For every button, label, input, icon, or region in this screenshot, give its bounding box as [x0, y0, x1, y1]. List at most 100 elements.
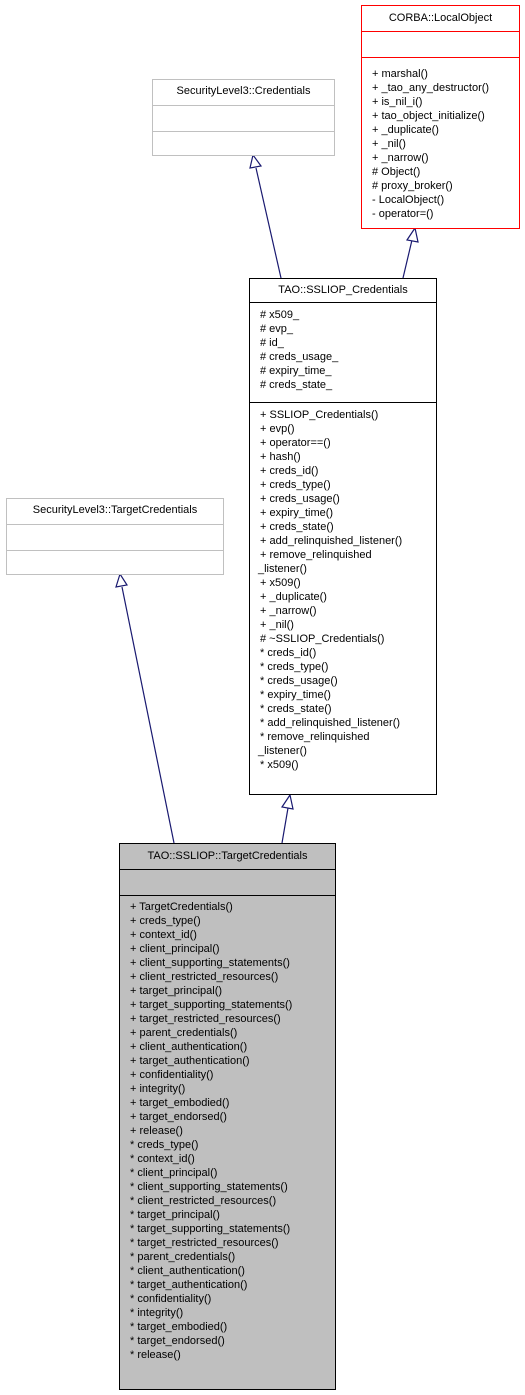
operation: * creds_id(): [260, 647, 317, 659]
class-name: SecurityLevel3::Credentials: [153, 80, 334, 106]
edge-ssliop-to-sl3credentials: [255, 167, 282, 279]
operation: + evp(): [260, 423, 295, 435]
operation: * release(): [130, 1349, 181, 1361]
operation: + add_relinquished_listener(): [260, 535, 403, 547]
class-securitylevel3-targetcredentials[interactable]: SecurityLevel3::TargetCredentials: [6, 498, 224, 575]
operation: + _narrow(): [372, 152, 429, 164]
operation: * target_authentication(): [130, 1279, 248, 1291]
operation: * creds_type(): [260, 661, 329, 673]
operation: _listener(): [258, 563, 307, 575]
attributes-compartment: # x509_ # evp_ # id_ # creds_usage_ # ex…: [250, 303, 436, 403]
operation: + operator==(): [260, 437, 331, 449]
attribute: # creds_usage_: [260, 351, 339, 363]
operation: + _nil(): [260, 619, 294, 631]
operation: * confidentiality(): [130, 1293, 212, 1305]
operation: + creds_type(): [130, 915, 201, 927]
operation: * expiry_time(): [260, 689, 331, 701]
operations-compartment: + SSLIOP_Credentials() + evp() + operato…: [250, 403, 436, 794]
operation: + SSLIOP_Credentials(): [260, 409, 379, 421]
operation: * creds_state(): [260, 703, 332, 715]
operation: + target_embodied(): [130, 1097, 230, 1109]
operation: + remove_relinquished: [260, 549, 372, 561]
arrowhead-localobject: [405, 226, 419, 243]
operations-compartment: + TargetCredentials() + creds_type() + c…: [120, 896, 335, 1389]
operation: + client_restricted_resources(): [130, 971, 279, 983]
operation: * client_authentication(): [130, 1265, 245, 1277]
class-name: TAO::SSLIOP_Credentials: [250, 279, 436, 303]
operation: * client_restricted_resources(): [130, 1195, 277, 1207]
class-name: CORBA::LocalObject: [362, 6, 519, 32]
operation: * context_id(): [130, 1153, 195, 1165]
operation: * x509(): [260, 759, 299, 771]
operation: + _tao_any_destructor(): [372, 82, 490, 94]
operation: + _duplicate(): [372, 124, 439, 136]
operation: + x509(): [260, 577, 301, 589]
operation: # Object(): [372, 166, 421, 178]
operation: + creds_id(): [260, 465, 319, 477]
class-tao-ssliop-credentials[interactable]: TAO::SSLIOP_Credentials # x509_ # evp_ #…: [249, 278, 437, 795]
operation: + context_id(): [130, 929, 197, 941]
operation: + _narrow(): [260, 605, 317, 617]
attributes-compartment: [153, 106, 334, 132]
operation: + parent_credentials(): [130, 1027, 238, 1039]
operation: * target_principal(): [130, 1209, 220, 1221]
operation: + TargetCredentials(): [130, 901, 233, 913]
operation: + target_supporting_statements(): [130, 999, 293, 1011]
class-corba-localobject[interactable]: CORBA::LocalObject + marshal() + _tao_an…: [361, 5, 520, 229]
operation: + tao_object_initialize(): [372, 110, 485, 122]
operation: * target_supporting_statements(): [130, 1223, 291, 1235]
operations-compartment: + marshal() + _tao_any_destructor() + is…: [362, 58, 519, 228]
operation: + client_principal(): [130, 943, 220, 955]
operation: * add_relinquished_listener(): [260, 717, 401, 729]
operation: _listener(): [258, 745, 307, 757]
attribute: # expiry_time_: [260, 365, 332, 377]
operation: + target_authentication(): [130, 1055, 250, 1067]
operation: + hash(): [260, 451, 301, 463]
operation: + expiry_time(): [260, 507, 334, 519]
operation: * creds_type(): [130, 1139, 199, 1151]
operation: * target_embodied(): [130, 1321, 228, 1333]
attributes-compartment: [120, 870, 335, 896]
operation: + client_authentication(): [130, 1041, 248, 1053]
operation: * client_principal(): [130, 1167, 218, 1179]
operation: - operator=(): [372, 208, 434, 220]
operation: * integrity(): [130, 1307, 184, 1319]
edge-target-to-ssliop: [281, 807, 289, 844]
operation: * parent_credentials(): [130, 1251, 236, 1263]
operations-compartment: [153, 132, 334, 155]
operation: * target_endorsed(): [130, 1335, 225, 1347]
attribute: # x509_: [260, 309, 300, 321]
operation: # proxy_broker(): [372, 180, 453, 192]
operation: + target_restricted_resources(): [130, 1013, 281, 1025]
class-name: TAO::SSLIOP::TargetCredentials: [120, 844, 335, 870]
attribute: # evp_: [260, 323, 294, 335]
operations-compartment: [7, 551, 223, 574]
operation: # ~SSLIOP_Credentials(): [260, 633, 385, 645]
attribute: # creds_state_: [260, 379, 333, 391]
operation: * creds_usage(): [260, 675, 338, 687]
operation: + creds_type(): [260, 479, 331, 491]
operation: + _nil(): [372, 138, 406, 150]
operation: + _duplicate(): [260, 591, 327, 603]
class-securitylevel3-credentials[interactable]: SecurityLevel3::Credentials: [152, 79, 335, 156]
operation: + client_supporting_statements(): [130, 957, 290, 969]
attributes-compartment: [7, 525, 223, 551]
arrowhead-ssliop: [280, 793, 294, 810]
edge-target-to-sl3targetcredentials: [121, 586, 175, 844]
class-tao-ssliop-targetcredentials[interactable]: TAO::SSLIOP::TargetCredentials + TargetC…: [119, 843, 336, 1390]
operation: + creds_usage(): [260, 493, 340, 505]
operation: * client_supporting_statements(): [130, 1181, 288, 1193]
operation: + target_endorsed(): [130, 1111, 227, 1123]
operation: - LocalObject(): [372, 194, 445, 206]
edge-ssliop-to-localobject: [402, 239, 413, 279]
operation: + marshal(): [372, 68, 428, 80]
attributes-compartment: [362, 32, 519, 58]
operation: + target_principal(): [130, 985, 223, 997]
arrowhead-sl3credentials: [249, 153, 263, 169]
arrowhead-sl3targetcredentials: [115, 572, 128, 588]
operation: + release(): [130, 1125, 183, 1137]
class-name: SecurityLevel3::TargetCredentials: [7, 499, 223, 525]
operation: + creds_state(): [260, 521, 334, 533]
operation: + is_nil_i(): [372, 96, 423, 108]
